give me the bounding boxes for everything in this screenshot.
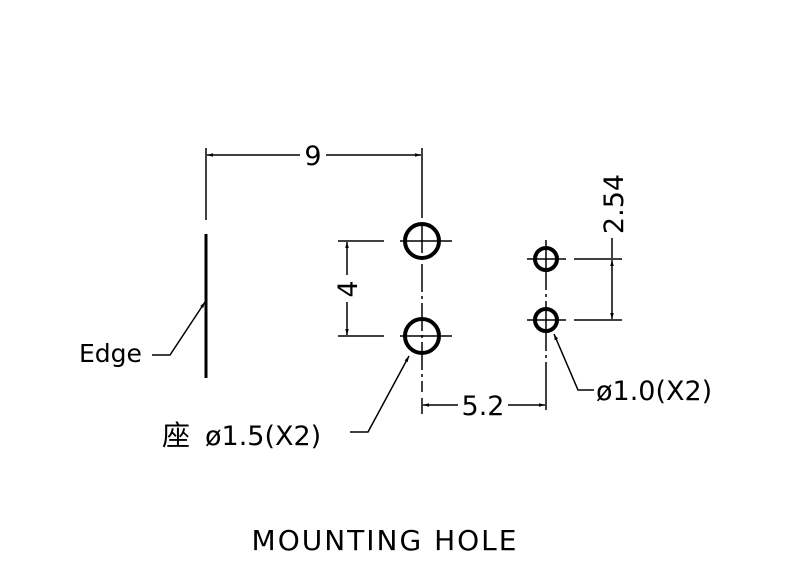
dim-4-label: 4 bbox=[333, 280, 364, 297]
small-hole-leader bbox=[553, 333, 594, 391]
edge-leader bbox=[152, 301, 206, 356]
large-hole-leader bbox=[350, 355, 410, 433]
drawing-title: MOUNTING HOLE bbox=[252, 524, 519, 557]
small-hole-label: ø1.0(X2) bbox=[596, 376, 712, 407]
large-hole-prefix: 座 bbox=[162, 419, 190, 452]
large-hole-label: ø1.5(X2) bbox=[205, 421, 321, 452]
dim-9-label: 9 bbox=[304, 141, 321, 172]
dim-52-label: 5.2 bbox=[462, 391, 505, 422]
edge-label: Edge bbox=[79, 339, 142, 368]
dim-254-label: 2.54 bbox=[599, 174, 630, 234]
